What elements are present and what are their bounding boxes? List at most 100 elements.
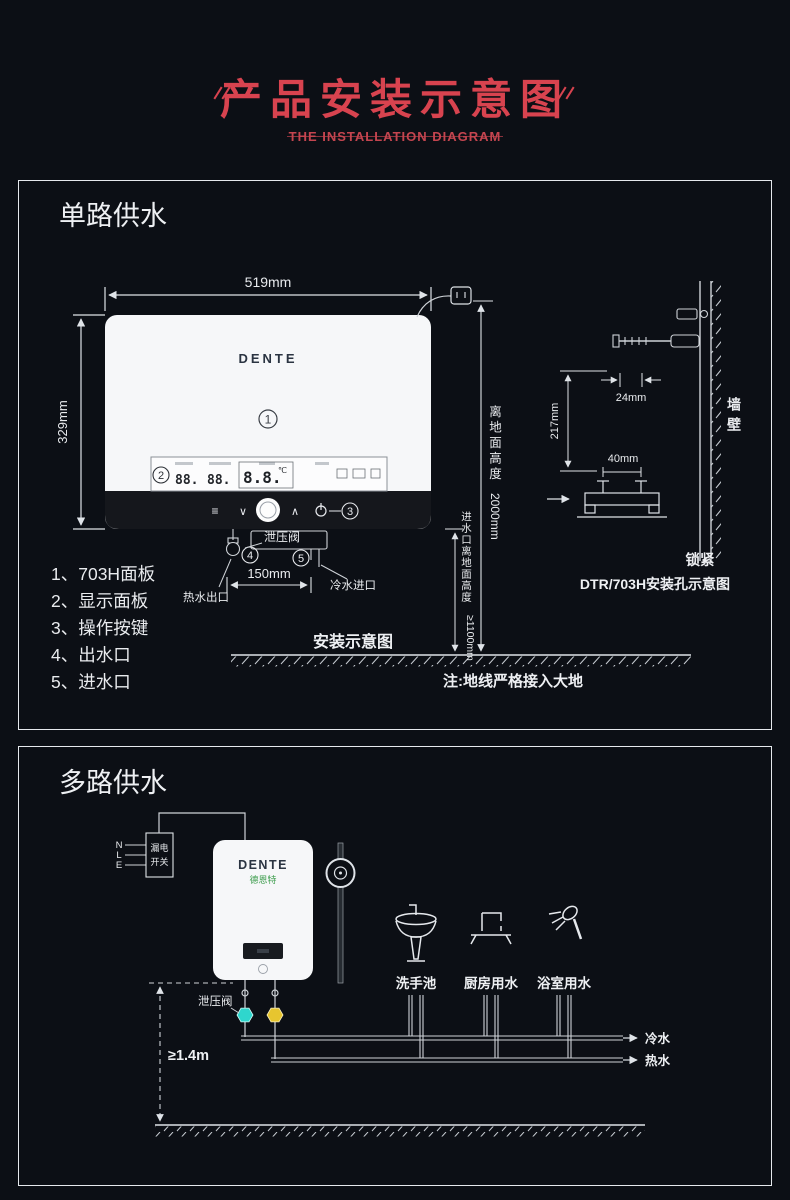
dim-holes-label: 40mm [608, 453, 639, 465]
legend: 1、703H面板 2、显示面板 3、操作按键 4、出水口 5、进水口 [51, 564, 155, 692]
cold-water-label: 冷水 [645, 1031, 671, 1046]
relief-valve-leader-2 [230, 1007, 240, 1014]
callout-5: 5 [292, 549, 310, 567]
display-seg1: 88. [175, 473, 198, 488]
inlet-height-cn: 进水口离地面高度 [460, 511, 472, 603]
dim-height [73, 314, 105, 530]
legend-item-3: 3、操作按键 [51, 618, 148, 638]
display-icon-1 [336, 468, 348, 479]
panel1-title: 单路供水 [59, 201, 167, 231]
multi-supply-panel: 多路供水 N L E 漏电 开关 DENTE 德恩特 [18, 746, 772, 1186]
dim-ground-height [473, 300, 493, 652]
wire-e-label: E [116, 860, 122, 871]
single-supply-diagram: 单路供水 519mm 329mm DENTE [51, 201, 730, 692]
fixture-sink-label: 洗手池 [396, 975, 437, 991]
brand-cn-label: 德恩特 [249, 874, 276, 885]
breaker-label-2: 开关 [150, 856, 168, 867]
dim-width [104, 287, 432, 311]
min-height-label: ≥1.4m [168, 1048, 209, 1064]
handheld-shower-icon [548, 905, 583, 940]
subtitle-line [287, 136, 503, 137]
ground-note: 注:地线严格接入大地 [443, 672, 583, 690]
svg-text:4: 4 [247, 550, 253, 562]
fixture-kitchen-label: 厨房用水 [464, 975, 518, 991]
brand-logo-small: DENTE [238, 858, 288, 872]
ground-height-cn: 离地面高度 [487, 405, 501, 483]
wall-label: 墙壁 [726, 397, 742, 437]
leakage-breaker: 漏电 开关 [145, 832, 174, 878]
display-icon-2 [352, 468, 366, 479]
wall-diagram-caption: DTR/703H安装孔示意图 [580, 576, 730, 592]
sink-icon [395, 904, 437, 962]
display-icon-3 [370, 468, 381, 479]
up-button-icon: ∧ [291, 506, 299, 518]
legend-item-2: 2、显示面板 [51, 591, 148, 611]
wall-mount-diagram: 24mm 217mm 40mm [547, 281, 730, 592]
display-unit: ℃ [278, 466, 287, 475]
dim-holes [602, 467, 642, 477]
svg-text:3: 3 [347, 506, 353, 518]
subtitle-wrap: THE INSTALLATION DIAGRAM [0, 126, 790, 146]
wire-l-label: L [116, 850, 121, 861]
relief-valve-label-2: 泄压阀 [198, 994, 233, 1008]
kitchen-faucet-icon [470, 912, 512, 945]
fixture-bathroom-label: 浴室用水 [537, 975, 591, 991]
supply-pipes [241, 995, 623, 1063]
cold-valve [236, 1007, 254, 1023]
hot-outlet-label: 热水出口 [183, 590, 229, 604]
breaker-label-1: 漏电 [150, 842, 168, 853]
single-supply-panel: 单路供水 519mm 329mm DENTE [18, 180, 772, 730]
install-diagram-label: 安装示意图 [313, 632, 393, 651]
dim-bracket [226, 577, 312, 593]
display-panel: 88. 88. 8.8. ℃ [150, 456, 388, 492]
lock-label: 锁紧 [686, 551, 715, 569]
brand-logo: DENTE [238, 351, 297, 366]
multi-supply-diagram: 多路供水 N L E 漏电 开关 DENTE 德恩特 [59, 768, 671, 1137]
wall-anchor-detail [612, 308, 709, 348]
ground-height-val: 2000mm [488, 493, 502, 540]
legend-item-1: 1、703H面板 [51, 564, 155, 584]
breaker-wire [158, 812, 246, 840]
dim-inlet-height [445, 528, 463, 652]
dim-screw-label: 24mm [616, 392, 647, 404]
under-device-assembly [225, 529, 328, 567]
water-heater-small: DENTE 德恩特 [213, 840, 313, 980]
wall-hatch [711, 281, 721, 561]
display-temp: 8.8. [243, 468, 282, 487]
dim-width-label: 519mm [245, 274, 292, 290]
ground-line-2 [155, 1124, 645, 1137]
wire-n-label: N [116, 840, 123, 851]
callout-4: 4 [241, 546, 259, 564]
page-title: 产品安装示意图 [219, 76, 570, 123]
relief-valve-label: 泄压阀 [264, 530, 300, 544]
dim-screw-spacing [601, 373, 661, 387]
dim-min-height [149, 982, 233, 1122]
callout-3: 3 [329, 502, 359, 520]
hot-outlet-leader [218, 558, 232, 588]
dim-vertical-holes [560, 370, 607, 472]
cold-inlet-leader [320, 564, 348, 580]
heater-knob-small [258, 964, 268, 974]
power-icon [315, 503, 327, 517]
display-seg2: 88. [207, 473, 230, 488]
hot-water-label: 热水 [645, 1053, 671, 1068]
ground-line [231, 654, 691, 667]
shower-column [325, 842, 356, 984]
water-heater-front: DENTE 1 88. 88. 8.8. ℃ [105, 315, 431, 529]
inlet-height-val: ≥1100mm [464, 615, 476, 661]
hot-valve [266, 1007, 284, 1023]
down-button-icon: ∨ [239, 506, 247, 518]
dim-bracket-label: 150mm [247, 566, 290, 581]
callout-2: 2 [152, 466, 170, 484]
svg-text:2: 2 [158, 470, 164, 482]
legend-item-5: 5、进水口 [51, 672, 131, 692]
panel2-title: 多路供水 [59, 768, 167, 798]
dim-vertical-label: 217mm [549, 403, 561, 440]
page-subtitle: THE INSTALLATION DIAGRAM [288, 128, 502, 144]
button-row: ≡ ∨ ∧ [211, 498, 327, 522]
callout-1: 1 [258, 409, 278, 429]
legend-item-4: 4、出水口 [51, 645, 131, 665]
title-decoration-right [556, 86, 578, 104]
power-wires: N L E [116, 840, 146, 871]
